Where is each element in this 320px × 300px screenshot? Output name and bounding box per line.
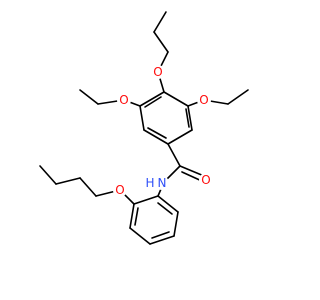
bond <box>185 108 190 128</box>
nitrogen-atom: N <box>155 176 169 190</box>
bond <box>151 231 170 239</box>
hydrogen-atom: H <box>144 176 155 190</box>
bond <box>157 195 179 213</box>
atom-labels: O O O O N H O <box>113 65 213 197</box>
bond <box>139 105 145 131</box>
bond <box>129 203 135 229</box>
bond <box>134 207 139 226</box>
bond <box>179 165 205 177</box>
bond <box>79 89 99 105</box>
bond <box>163 91 189 107</box>
oxygen-atom-right: O <box>197 93 211 107</box>
bond <box>227 89 249 105</box>
nitrogen-label: N <box>158 176 167 190</box>
oxygen-label: O <box>153 65 162 79</box>
bond <box>173 211 179 237</box>
oxygen-label: O <box>115 183 124 197</box>
bond <box>143 129 169 145</box>
bond <box>157 202 173 215</box>
bond <box>187 105 193 131</box>
bond <box>79 177 97 197</box>
oxygen-atom-left: O <box>117 93 131 107</box>
bond <box>153 11 167 33</box>
molecule-structure: O O O O N H O <box>39 11 249 245</box>
bond <box>167 143 181 167</box>
bond <box>144 96 162 108</box>
bond <box>167 129 193 145</box>
bond <box>153 31 169 53</box>
hydrogen-label: H <box>145 176 154 190</box>
oxygen-atom-top: O <box>151 65 165 79</box>
oxygen-atom-carbonyl: O <box>199 173 213 187</box>
bond <box>39 165 57 185</box>
bond <box>55 177 81 185</box>
bond <box>149 235 175 245</box>
bond <box>139 91 165 107</box>
oxygen-label: O <box>119 93 128 107</box>
oxygen-label: O <box>199 93 208 107</box>
bond <box>147 127 167 139</box>
oxygen-atom-ether: O <box>113 183 127 197</box>
bonds <box>39 11 249 245</box>
bond <box>129 227 151 245</box>
oxygen-label: O <box>201 173 210 187</box>
bond <box>133 195 159 205</box>
